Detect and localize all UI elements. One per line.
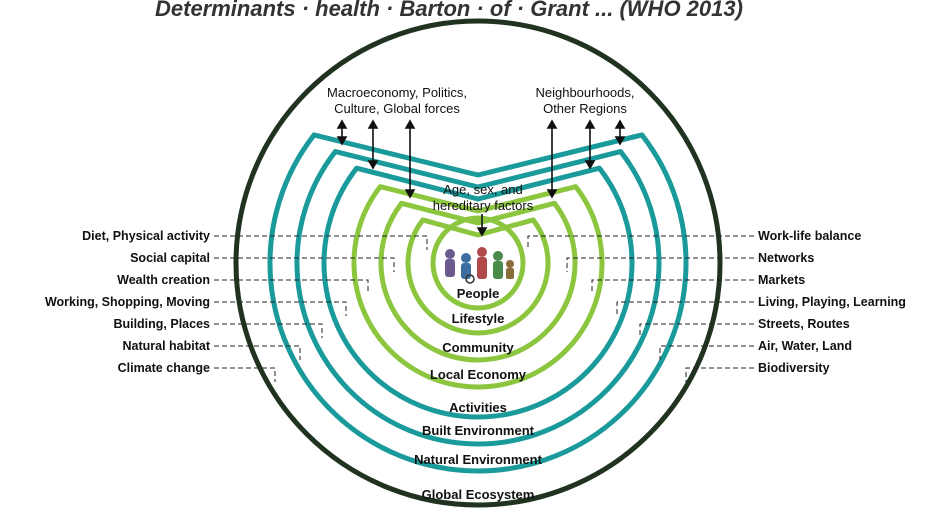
top-left-label-line2: Culture, Global forces: [334, 101, 460, 116]
left-leader-line: [214, 323, 323, 338]
right-leader-line: [616, 301, 754, 316]
global-ecosystem-circle: [233, 18, 723, 508]
left-leader-line: [214, 367, 276, 382]
left-label: Natural habitat: [122, 339, 210, 353]
people-circle: [430, 215, 526, 311]
lifestyle-ring: [405, 217, 551, 336]
right-label: Markets: [758, 273, 805, 287]
ring-label-activities: Activities: [449, 400, 507, 415]
community-ring: [378, 200, 578, 363]
people-icon: [445, 247, 514, 284]
left-label: Social capital: [130, 251, 210, 265]
ring-label-lifestyle: Lifestyle: [452, 311, 505, 326]
left-label: Diet, Physical activity: [82, 229, 210, 243]
influence-arrows: [336, 119, 626, 237]
center-label-line2: hereditary factors: [433, 198, 534, 213]
ring-label-people: People: [457, 286, 500, 301]
local-economy-ring: [351, 184, 605, 390]
right-leader-line: [591, 279, 754, 294]
top-right-label-line1: Neighbourhoods,: [535, 85, 634, 100]
right-leader-line: [639, 323, 754, 338]
right-label: Streets, Routes: [758, 317, 850, 331]
left-label: Building, Places: [113, 317, 210, 331]
nested-rings: [267, 132, 689, 474]
ring-label-built-environment: Built Environment: [422, 423, 535, 438]
right-label: Air, Water, Land: [758, 339, 852, 353]
left-leader-line: [214, 301, 347, 316]
center-label-line1: Age, sex, and: [443, 182, 523, 197]
right-label: Living, Playing, Learning: [758, 295, 906, 309]
built-environment-ring: [294, 149, 662, 447]
right-leader-line: [566, 257, 754, 272]
ring-label-global-ecosystem: Global Ecosystem: [422, 487, 535, 502]
left-label: Climate change: [118, 361, 210, 375]
left-leader-line: [214, 235, 428, 250]
right-label: Biodiversity: [758, 361, 830, 375]
natural-environment-ring: [267, 132, 689, 474]
right-leader-line: [685, 367, 754, 382]
ring-label-natural-environment: Natural Environment: [414, 452, 543, 467]
right-labels: Work-life balanceNetworksMarketsLiving, …: [527, 229, 906, 382]
right-label: Work-life balance: [758, 229, 861, 243]
right-leader-line: [527, 235, 754, 250]
ring-label-local-economy: Local Economy: [430, 367, 527, 382]
cut-off-title: Determinants · health · Barton · of · Gr…: [155, 0, 743, 21]
top-left-label-line1: Macroeconomy, Politics,: [327, 85, 467, 100]
activities-ring: [321, 165, 635, 420]
ring-label-community: Community: [442, 340, 514, 355]
left-label: Wealth creation: [117, 273, 210, 287]
top-right-label-line2: Other Regions: [543, 101, 627, 116]
left-leader-line: [214, 257, 395, 272]
left-leader-line: [214, 345, 301, 360]
left-leader-line: [214, 279, 369, 294]
right-label: Networks: [758, 251, 814, 265]
left-label: Working, Shopping, Moving: [45, 295, 210, 309]
